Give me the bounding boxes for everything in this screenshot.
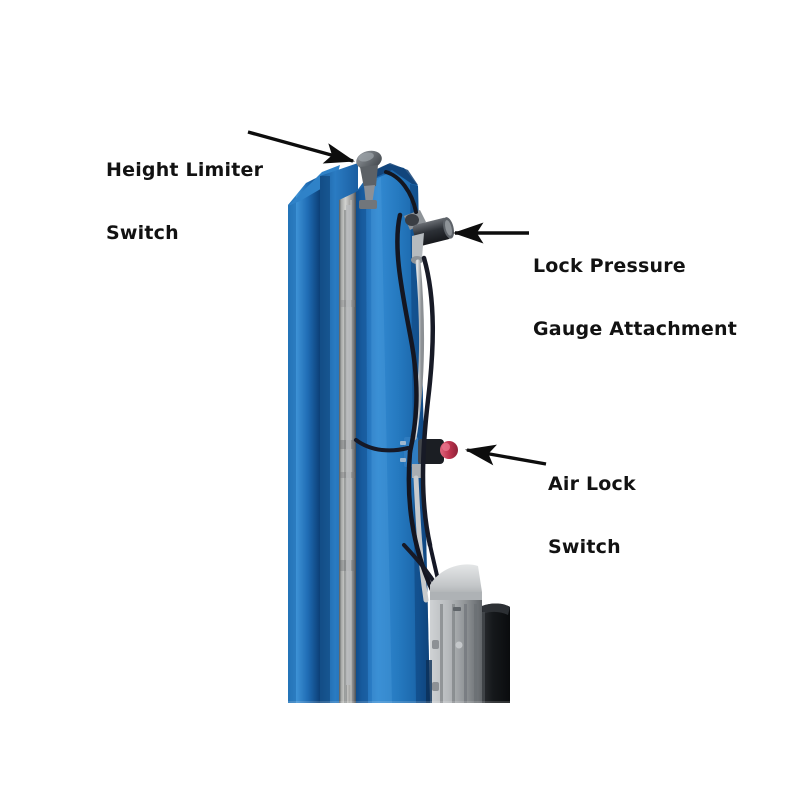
column-front-right-shade — [410, 184, 430, 703]
gauge-mount-nut — [405, 214, 419, 226]
column-base-right-edge — [426, 660, 432, 703]
hose-crossing-left — [354, 438, 410, 453]
gauge-face-inner — [444, 220, 452, 236]
gauge-fitting-neck — [412, 233, 424, 258]
label-height-limiter-switch-line2: Switch — [106, 222, 179, 244]
hydraulic-hose-long-right — [428, 543, 464, 692]
column-top-crown — [356, 164, 418, 192]
hydraulic-hose-upper — [395, 212, 419, 455]
annotation-arrows — [247, 130, 547, 466]
hose-crossing-lower — [402, 543, 446, 602]
motor-rib-1 — [440, 604, 443, 703]
air-lock-switch-bracket-tab-top — [400, 441, 406, 445]
photo-bottom-crop-edge — [288, 701, 510, 704]
air-lock-switch-button-highlight — [442, 443, 450, 451]
flange-highlight-chip — [321, 193, 335, 201]
height-limiter-switch[interactable] — [354, 148, 384, 209]
air-lock-switch-housing[interactable] — [418, 439, 444, 464]
arrow-air-lock-switch — [464, 444, 547, 466]
motor-mount-bolt-1 — [432, 640, 439, 649]
column-left-flange-edge — [288, 196, 296, 703]
motor-mount-bolt-2 — [432, 682, 439, 691]
label-lock-pressure-gauge-attachment-line2: Gauge Attachment — [533, 318, 738, 340]
motor-rib-2 — [452, 604, 455, 703]
lock-pressure-gauge-attachment[interactable] — [404, 210, 456, 264]
motor-housing — [430, 592, 482, 703]
label-height-limiter-switch-line1: Height Limiter — [106, 159, 264, 181]
hydraulic-hose-top-loop — [384, 170, 418, 214]
motor-band-upper — [430, 592, 482, 600]
label-air-lock-switch-line1: Air Lock — [548, 473, 636, 495]
rail-mark-4 — [340, 300, 355, 307]
motor-small-vent — [453, 607, 461, 611]
rail-mark-1 — [340, 440, 355, 449]
air-lock-switch-bracket-tab-bottom — [400, 458, 406, 462]
air-lock-switch-housing-highlight — [418, 439, 424, 464]
height-limiter-probe-rod — [346, 205, 351, 685]
column-crown-dark-rim — [370, 163, 418, 185]
carriage-steel-rail — [339, 192, 356, 703]
arrow-height-limiter-switch — [247, 130, 355, 164]
motor-nameplate-screw — [455, 641, 463, 649]
hydraulic-hose-to-motor — [406, 449, 469, 693]
column-left-flange — [288, 176, 320, 703]
gauge-body[interactable] — [412, 217, 452, 247]
pneumatic-air-tube — [411, 259, 424, 441]
control-box-body — [482, 603, 510, 703]
air-lock-switch-stem — [412, 464, 421, 478]
label-lock-pressure-gauge-attachment-line1: Lock Pressure — [533, 255, 686, 277]
air-lock-switch[interactable] — [400, 437, 458, 478]
rail-mark-2 — [340, 472, 355, 478]
gauge-fitting-cap — [411, 256, 423, 264]
motor-power-unit — [430, 564, 482, 703]
label-air-lock-switch: Air Lock Switch — [548, 432, 636, 600]
pneumatic-air-tube-lower — [413, 475, 429, 603]
height-limiter-switch-body — [360, 165, 378, 188]
column-front-left-shade — [356, 184, 368, 703]
hydraulic-hose-outer — [420, 255, 436, 548]
motor-rib-4 — [474, 604, 477, 703]
height-limiter-switch-stem — [364, 185, 375, 205]
column-channel-shadow — [320, 176, 330, 703]
gauge-mount-bracket — [404, 210, 426, 230]
height-limiter-switch-bracket — [359, 200, 377, 209]
column-channel-recess — [320, 163, 358, 703]
label-air-lock-switch-line2: Switch — [548, 536, 621, 558]
control-box-edge-highlight — [482, 612, 485, 703]
height-limiter-switch-head[interactable] — [354, 148, 384, 172]
column-top-shoulder-left — [288, 165, 340, 206]
rail-mark-3 — [340, 560, 355, 571]
label-height-limiter-switch: Height Limiter Switch — [106, 118, 263, 286]
air-lock-switch-bracket — [404, 437, 418, 467]
motor-top-cowl — [430, 564, 482, 600]
column-front-highlight — [371, 177, 392, 703]
control-box-top-bevel — [482, 603, 510, 615]
rail-weld-seam-a — [344, 210, 347, 703]
control-box — [482, 603, 510, 703]
height-limiter-switch-top-highlight — [358, 152, 374, 162]
motor-rib-3 — [464, 604, 467, 703]
gauge-face[interactable] — [441, 216, 456, 240]
column-front-face — [356, 166, 430, 703]
rail-weld-seam-b — [350, 200, 352, 703]
lift-column — [288, 148, 510, 704]
air-lock-switch-button[interactable] — [440, 441, 458, 459]
label-lock-pressure-gauge-attachment: Lock Pressure Gauge Attachment — [533, 214, 737, 382]
